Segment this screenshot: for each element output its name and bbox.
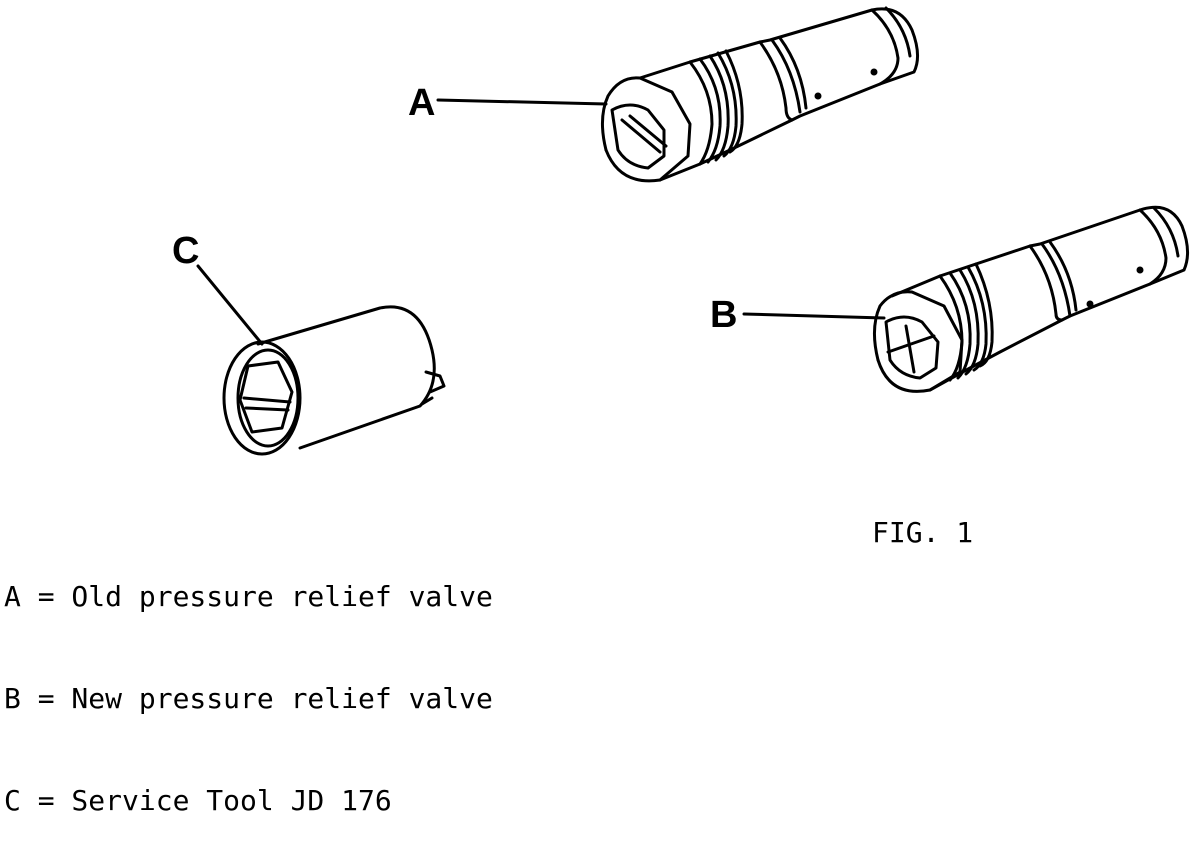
- legend: A = Old pressure relief valve B = New pr…: [4, 512, 493, 852]
- figure-label: FIG. 1: [872, 516, 974, 549]
- legend-item-a: A = Old pressure relief valve: [4, 580, 493, 613]
- callout-c: C: [172, 230, 200, 272]
- legend-item-c: C = Service Tool JD 176: [4, 784, 392, 817]
- valve-illustration: [0, 0, 1200, 608]
- service-tool-jd-176: [224, 307, 444, 454]
- legend-item-b: B = New pressure relief valve: [4, 682, 493, 715]
- old-pressure-relief-valve: [602, 8, 917, 181]
- leader-line-a: [438, 100, 606, 104]
- leader-line-b: [744, 314, 884, 318]
- callout-b: B: [710, 294, 738, 336]
- callout-a: A: [408, 82, 436, 124]
- new-pressure-relief-valve: [874, 207, 1187, 391]
- leader-line-c: [198, 266, 262, 344]
